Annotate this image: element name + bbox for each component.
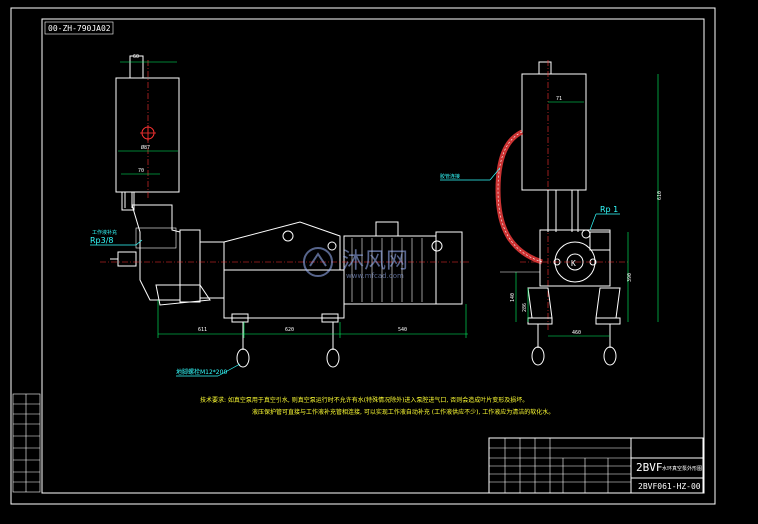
dim-base: 460 — [572, 330, 581, 336]
dim-d1: 611 — [198, 327, 207, 333]
callout-outlet: Rp 1 — [600, 205, 618, 214]
dim-offset: 70 — [138, 168, 144, 174]
dim-h1: 140 — [510, 293, 516, 302]
dim-top: 71 — [556, 96, 562, 102]
callout-inlet-note: 工作液补充 — [92, 229, 117, 236]
end-view: 71 K 610 390 140 286 — [440, 60, 663, 366]
dim-h3: 390 — [627, 273, 633, 282]
callout-anchor: 地脚螺栓M12*200 — [176, 368, 227, 376]
dim-height-total: 610 — [657, 191, 663, 200]
corner-drawing-number: 00-ZH-790JA02 — [48, 24, 111, 33]
watermark-url: www.mfcad.com — [346, 272, 404, 280]
outer-frame — [10, 7, 716, 505]
note-line-1: 技术要求: 如真空泵用于真空引水, 则真空泵运行时不允许有水(特殊情况除外)进入… — [200, 396, 528, 404]
dim-d2: 620 — [285, 327, 294, 333]
svg-text:K: K — [571, 259, 576, 268]
side-view: 60 Ø87 70 — [90, 54, 470, 377]
dim-top-width: 60 — [133, 54, 139, 60]
title-code: 2BVF061-HZ-00 — [638, 482, 701, 491]
watermark-brand: 沐风网 — [342, 249, 408, 274]
title-model: 2BVF — [636, 461, 663, 474]
corner-label-box — [44, 21, 114, 35]
callout-inlet: Rp3/8 — [90, 236, 114, 245]
title-name: 水环真空泵外形图 — [662, 465, 702, 472]
dim-flange: Ø87 — [141, 144, 150, 151]
note-line-2: 液压保护管可直接与工作液补充管相连接, 可以实现工作液自动补充 (工作液供应不少… — [252, 408, 554, 416]
callout-hose: 胶管连接 — [440, 173, 460, 180]
dim-h2: 286 — [522, 303, 528, 312]
watermark: 沐风网 www.mfcad.com — [303, 247, 408, 280]
dim-d3: 540 — [398, 327, 407, 333]
left-revision-table — [12, 393, 41, 493]
inner-frame — [41, 18, 705, 494]
title-block: 2BVF 水环真空泵外形图 2BVF061-HZ-00 — [488, 437, 704, 494]
